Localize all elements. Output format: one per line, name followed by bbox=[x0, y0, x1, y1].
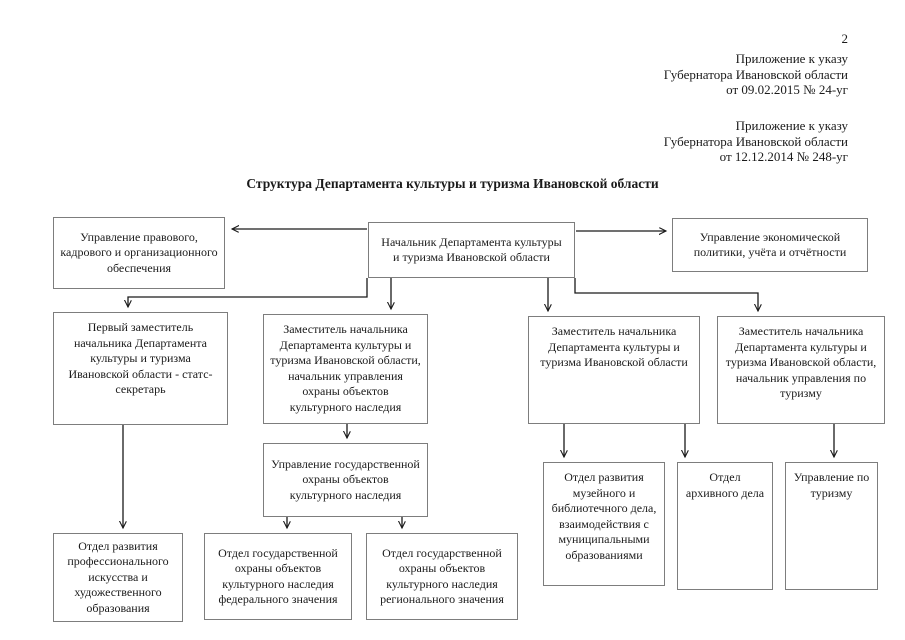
box-heritage-protection-department: Управление государственной охраны объект… bbox=[263, 443, 428, 517]
box-deputy-heritage: Заместитель начальника Департамента куль… bbox=[263, 314, 428, 424]
chart-title-line2: Департамента культуры и туризма Ивановск… bbox=[315, 176, 659, 191]
chart-title: Структура Департамента культуры и туризм… bbox=[0, 175, 905, 192]
box-tourism-department: Управление по туризму bbox=[785, 462, 878, 590]
box-head-of-department: Начальник Департамента культуры и туризм… bbox=[368, 222, 575, 278]
box-federal-heritage-division: Отдел государственной охраны объектов ку… bbox=[204, 533, 352, 620]
decree-reference-1: Приложение к указу Губернатора Ивановско… bbox=[663, 51, 848, 97]
chart-title-line1: Структура bbox=[246, 176, 313, 191]
box-economic-policy-department: Управление экономической политики, учёта… bbox=[672, 218, 868, 272]
decree-reference-2: Приложение к указу Губернатора Ивановско… bbox=[663, 118, 848, 164]
box-deputy-general: Заместитель начальника Департамента куль… bbox=[528, 316, 700, 424]
box-museum-library-division: Отдел развития музейного и библиотечного… bbox=[543, 462, 665, 586]
box-first-deputy: Первый заместитель начальника Департамен… bbox=[53, 312, 228, 425]
box-professional-art-division: Отдел развития профессионального искусст… bbox=[53, 533, 183, 622]
box-archive-division: Отдел архивного дела bbox=[677, 462, 773, 590]
box-legal-hr-department: Управление правового, кадрового и органи… bbox=[53, 217, 225, 289]
box-regional-heritage-division: Отдел государственной охраны объектов ку… bbox=[366, 533, 518, 620]
page-number: 2 bbox=[841, 31, 849, 46]
box-deputy-tourism: Заместитель начальника Департамента куль… bbox=[717, 316, 885, 424]
